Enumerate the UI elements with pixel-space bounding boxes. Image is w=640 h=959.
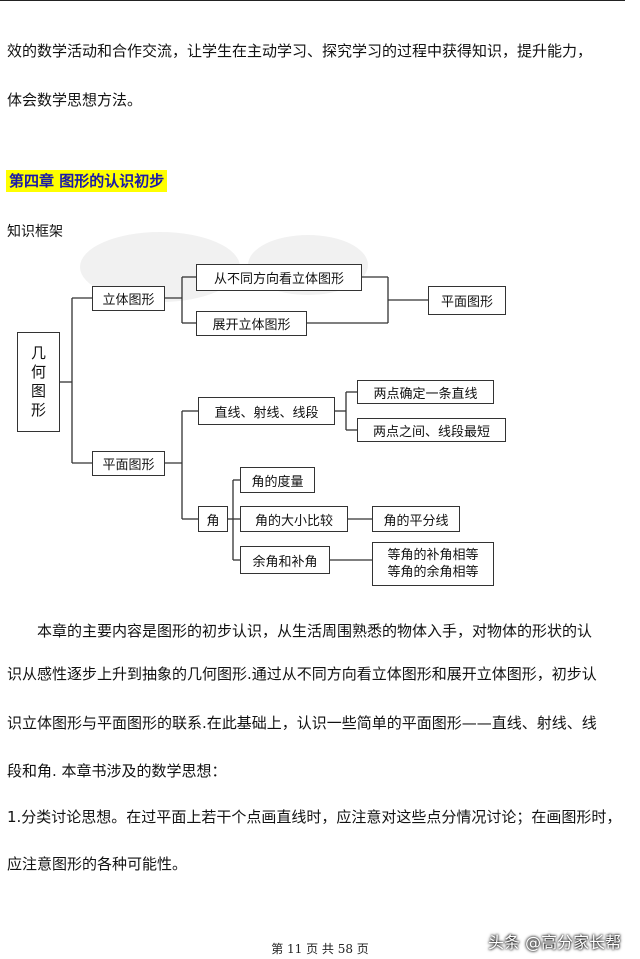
box-angle: 角 [198, 506, 228, 532]
summary-line-1: 本章的主要内容是图形的初步认识，从生活周围熟悉的物体入手，对物体的形状的认 [37, 622, 593, 640]
watermark: 头条 @高分家长帮 [488, 933, 622, 952]
root-char: 图 [30, 382, 46, 400]
box-complementary-supplementary: 余角和补角 [240, 546, 330, 574]
box-segment-shortest: 两点之间、线段最短 [357, 418, 506, 442]
box-unfold-solid: 展开立体图形 [196, 311, 307, 336]
chapter-heading: 第四章 图形的认识初步 [6, 170, 168, 192]
box-angle-compare: 角的大小比较 [240, 506, 348, 532]
framework-label: 知识框架 [7, 224, 63, 240]
box-line-ray-segment: 直线、射线、线段 [198, 397, 335, 425]
root-char: 形 [30, 401, 46, 419]
box-angle-measure: 角的度量 [240, 467, 315, 493]
point-1-line-2: 应注意图形的各种可能性。 [7, 855, 188, 873]
box-view-from-directions: 从不同方向看立体图形 [196, 264, 362, 291]
root-box-geometry: 几 何 图 形 [17, 332, 60, 432]
box-plane-figures: 平面图形 [92, 451, 165, 476]
box-two-points-line: 两点确定一条直线 [357, 380, 494, 404]
box-equal-angle-rules: 等角的补角相等 等角的余角相等 [372, 542, 494, 586]
rule-supplementary: 等角的补角相等 [387, 548, 479, 563]
rule-complementary: 等角的余角相等 [387, 565, 479, 580]
top-rule [0, 0, 625, 1]
page-number: 第 11 页 共 58 页 [271, 942, 369, 956]
summary-line-4: 段和角. 本章书涉及的数学思想： [7, 762, 227, 780]
root-char: 何 [30, 363, 46, 381]
point-1-line-1: 1.分类讨论思想。在过平面上若干个点画直线时，应注意对这些点分情况讨论；在画图形… [7, 808, 622, 826]
diagram-connectors [60, 276, 428, 561]
intro-line-2: 体会数学思想方法。 [7, 91, 143, 109]
box-plane-figure-result: 平面图形 [428, 286, 506, 315]
box-angle-bisector: 角的平分线 [372, 506, 460, 532]
intro-line-1: 效的数学活动和合作交流，让学生在主动学习、探究学习的过程中获得知识，提升能力， [7, 42, 593, 60]
root-char: 几 [30, 344, 46, 362]
box-solid-figures: 立体图形 [92, 286, 165, 311]
summary-line-2: 识从感性逐步上升到抽象的几何图形.通过从不同方向看立体图形和展开立体图形，初步认 [7, 665, 597, 683]
summary-line-3: 识立体图形与平面图形的联系.在此基础上，认识一些简单的平面图形——直线、射线、线 [7, 714, 597, 732]
